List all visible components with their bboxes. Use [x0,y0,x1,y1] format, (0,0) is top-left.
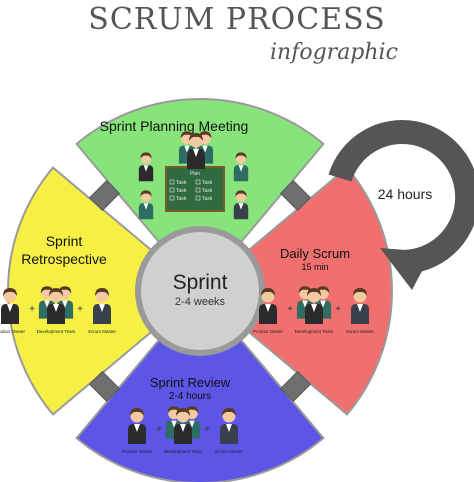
person-figure [233,190,249,220]
cycle-arrow [328,120,474,290]
board-item-label: Task [176,180,187,186]
retro-title-line2: Retrospective [21,251,107,267]
product-owner-label: Product Owner [122,449,153,454]
scrum-master-label: Scrum Master [215,449,244,454]
development-team-label: Development Team [37,329,76,334]
scrum-roles: + + Product Owner Development Team Scrum Mas… [253,286,375,334]
sprint-center-circle [135,226,265,356]
page-title: SCRUM PROCESS [88,2,386,37]
person-figure [1,288,19,324]
person-figure [47,288,65,324]
plus-sign: + [204,424,210,435]
scrum-duration: 15 min [301,262,328,272]
person-figure [351,288,369,324]
plus-sign: + [335,304,341,315]
plus-sign: + [156,424,162,435]
person-figure [128,408,146,444]
segment-connector [279,179,312,212]
board-item-label: Task [176,196,187,202]
person-figure [187,133,205,169]
segment-connector [279,370,312,403]
sprint-center-title: Sprint [173,271,228,294]
sprint-center-duration: 2-4 weeks [175,296,226,308]
segment-connector [88,179,121,212]
person-figure [220,408,238,444]
board-checkbox [169,187,175,193]
board-checkbox [195,179,201,185]
plus-sign: + [77,304,83,315]
retro-title-line1: Sprint [46,233,83,249]
person-figure [138,152,154,182]
review-duration: 2-4 hours [169,391,211,402]
product-owner-label: Product Owner [0,329,26,334]
person-figure [93,288,111,324]
person-figure [138,190,154,220]
retro-roles: + + Product Owner Development Team Scrum Mas… [0,286,116,334]
development-team-label: Development Team [295,329,334,334]
board-item-label: Task [176,188,187,194]
plus-sign: + [29,304,35,315]
cycle-label: 24 hours [378,186,432,202]
board-checkbox [169,179,175,185]
review-roles: + + Product Owner Development Team Scrum Mas… [122,406,244,454]
person-figure [174,408,192,444]
page-subtitle: infographic [270,40,398,65]
person-figure [259,288,277,324]
person-figure [233,152,249,182]
board-item-label: Task [202,180,213,186]
scrum-title: Daily Scrum [280,246,350,261]
board-checkbox [169,195,175,201]
board-item-label: Task [202,188,213,194]
board-item-label: Task [202,196,213,202]
planning-board-header: Plan [190,171,200,177]
scrum-master-label: Scrum Master [88,329,117,334]
plus-sign: + [287,304,293,315]
planning-title: Sprint Planning Meeting [100,118,249,134]
planning-participants [138,131,249,220]
review-title: Sprint Review [150,375,231,390]
scrum-master-label: Scrum Master [346,329,375,334]
development-team-label: Development Team [164,449,203,454]
segment-connector [88,370,121,403]
person-figure [305,288,323,324]
board-checkbox [195,187,201,193]
board-checkbox [195,195,201,201]
product-owner-label: Product Owner [253,329,284,334]
